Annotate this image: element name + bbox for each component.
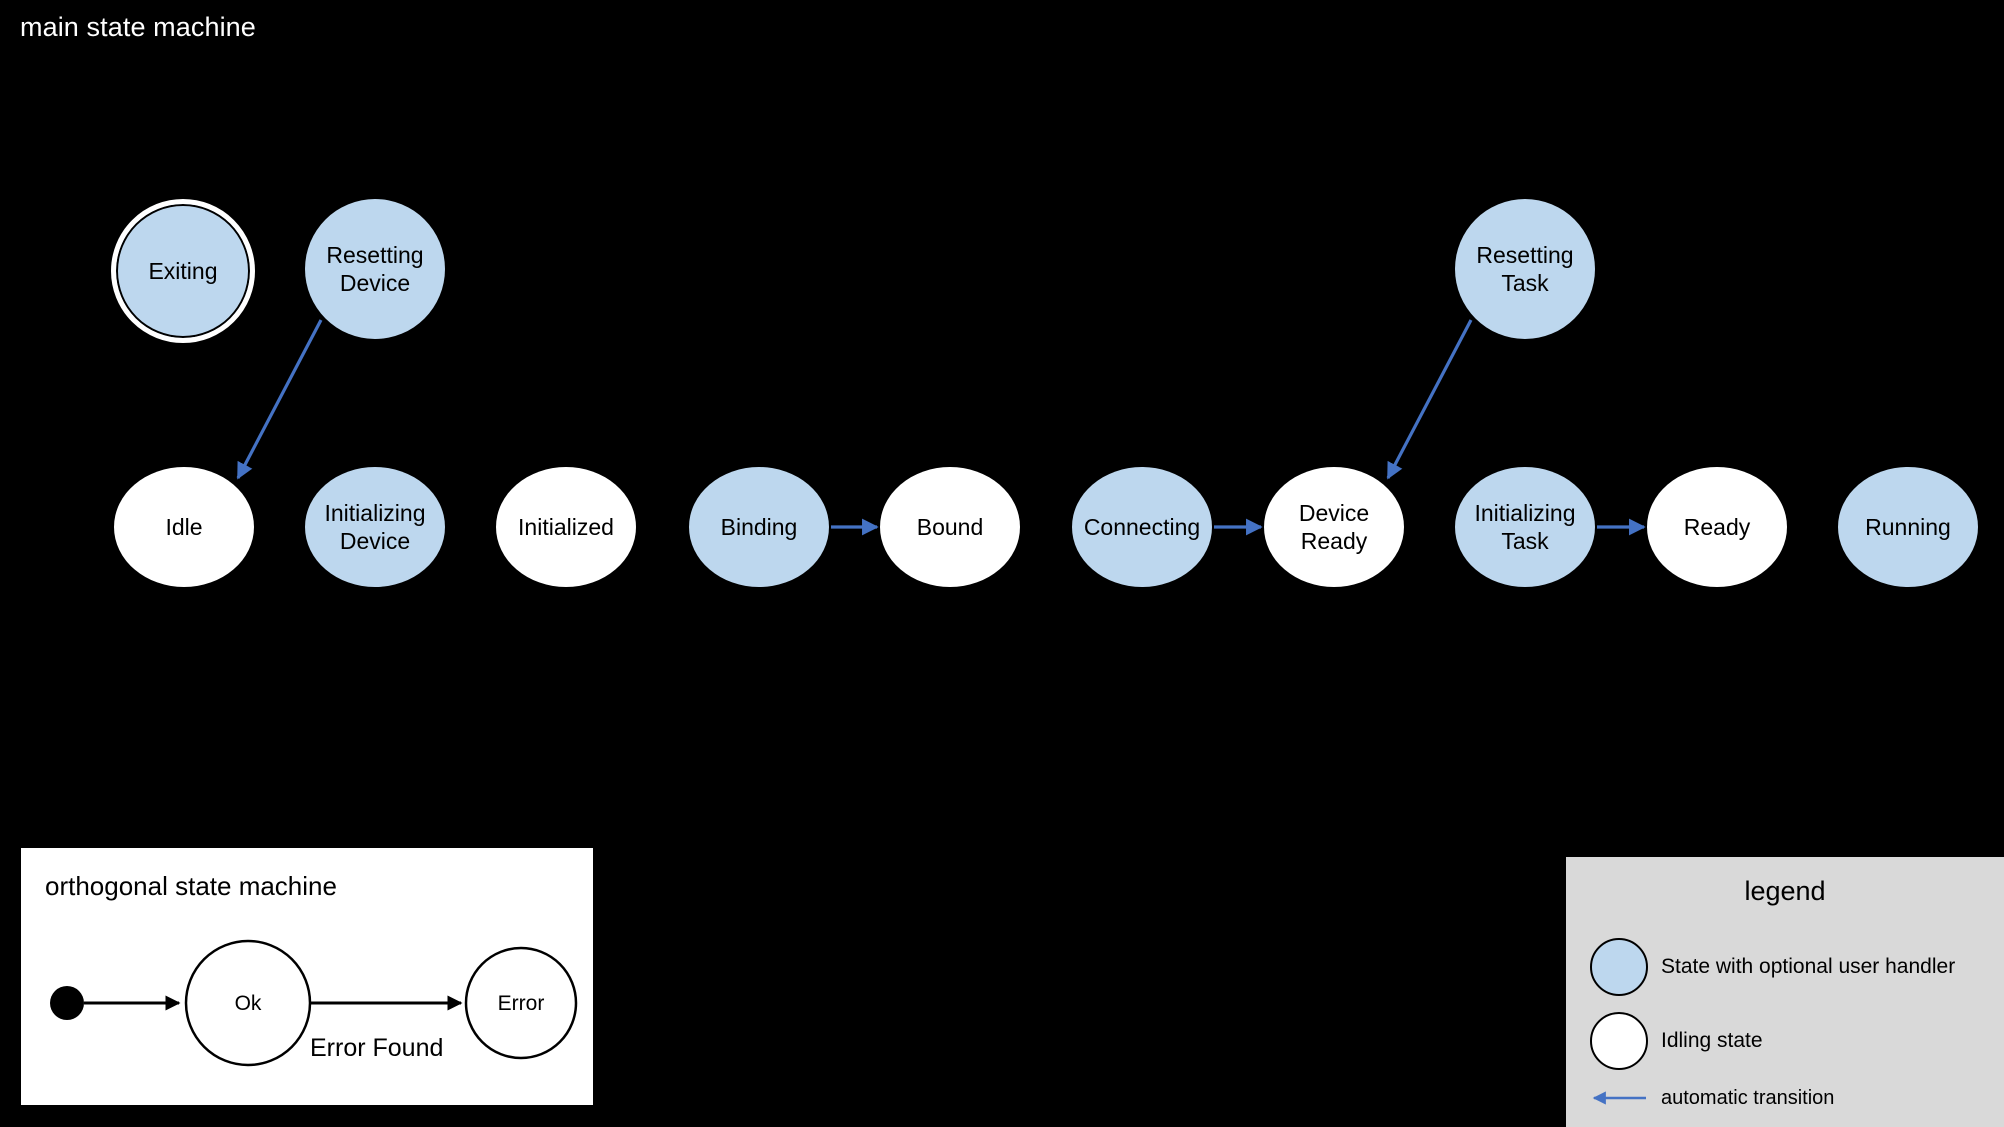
legend-label-idling-state: Idling state — [1661, 1029, 1763, 1052]
legend-label-user-handler-state: State with optional user handler — [1661, 955, 1956, 978]
state-label: Resetting Device — [326, 242, 424, 296]
state-node-initializing-task[interactable]: Initializing Task — [1455, 467, 1595, 587]
ortho-state-label-ok: Ok — [234, 992, 262, 1015]
state-node-device-ready[interactable]: Device Ready — [1264, 467, 1404, 587]
orthogonal-panel-title: orthogonal state machine — [45, 871, 337, 901]
left-arrow-icon — [1590, 1088, 1648, 1108]
state-label: Exiting — [148, 258, 218, 284]
state-label: Initializing Task — [1474, 500, 1576, 554]
state-label: Ready — [1683, 514, 1751, 540]
state-node-ready[interactable]: Ready — [1647, 467, 1787, 587]
state-label: Running — [1865, 514, 1951, 540]
legend-title: legend — [1744, 876, 1826, 906]
state-label: Idle — [165, 514, 203, 540]
state-label: Bound — [916, 514, 984, 540]
state-node-resetting-task[interactable]: Resetting Task — [1455, 199, 1595, 339]
initial-state-dot — [50, 986, 84, 1020]
transition-resetting-task-to-device-ready[interactable] — [1386, 319, 1473, 480]
white-circle-icon — [1590, 1012, 1648, 1070]
blue-circle-icon — [1590, 938, 1648, 996]
orthogonal-state-machine-panel: orthogonal state machine Ok Error Error … — [21, 848, 593, 1105]
state-node-exiting[interactable]: Exiting — [111, 199, 255, 343]
ortho-state-label-error: Error — [497, 992, 545, 1015]
state-label: Initializing Device — [324, 500, 426, 554]
legend-item-user-handler-state: State with optional user handler — [1590, 938, 1955, 996]
legend-label-automatic-transition: automatic transition — [1661, 1087, 1835, 1109]
state-node-idle[interactable]: Idle — [114, 467, 254, 587]
state-node-resetting-device[interactable]: Resetting Device — [305, 199, 445, 339]
legend-item-idling-state: Idling state — [1590, 1012, 1763, 1070]
state-node-binding[interactable]: Binding — [689, 467, 829, 587]
state-node-bound[interactable]: Bound — [880, 467, 1020, 587]
page-title: main state machine — [20, 12, 256, 42]
state-label: Binding — [720, 514, 798, 540]
legend-item-automatic-transition: automatic transition — [1590, 1085, 1834, 1111]
state-node-initializing-device[interactable]: Initializing Device — [305, 467, 445, 587]
state-label: Resetting Task — [1476, 242, 1574, 296]
state-label: Connecting — [1083, 514, 1201, 540]
state-label: Initialized — [518, 514, 614, 540]
transition-resetting-device-to-idle[interactable] — [236, 319, 323, 480]
orthogonal-graphics — [50, 939, 578, 1067]
ortho-transition-label-error-found: Error Found — [310, 1034, 444, 1062]
state-label: Device Ready — [1298, 500, 1370, 554]
ortho-state-error — [464, 946, 578, 1060]
legend-panel: legend State with optional user handler … — [1566, 857, 2004, 1127]
state-node-running[interactable]: Running — [1838, 467, 1978, 587]
state-node-connecting[interactable]: Connecting — [1072, 467, 1212, 587]
state-node-initialized[interactable]: Initialized — [496, 467, 636, 587]
